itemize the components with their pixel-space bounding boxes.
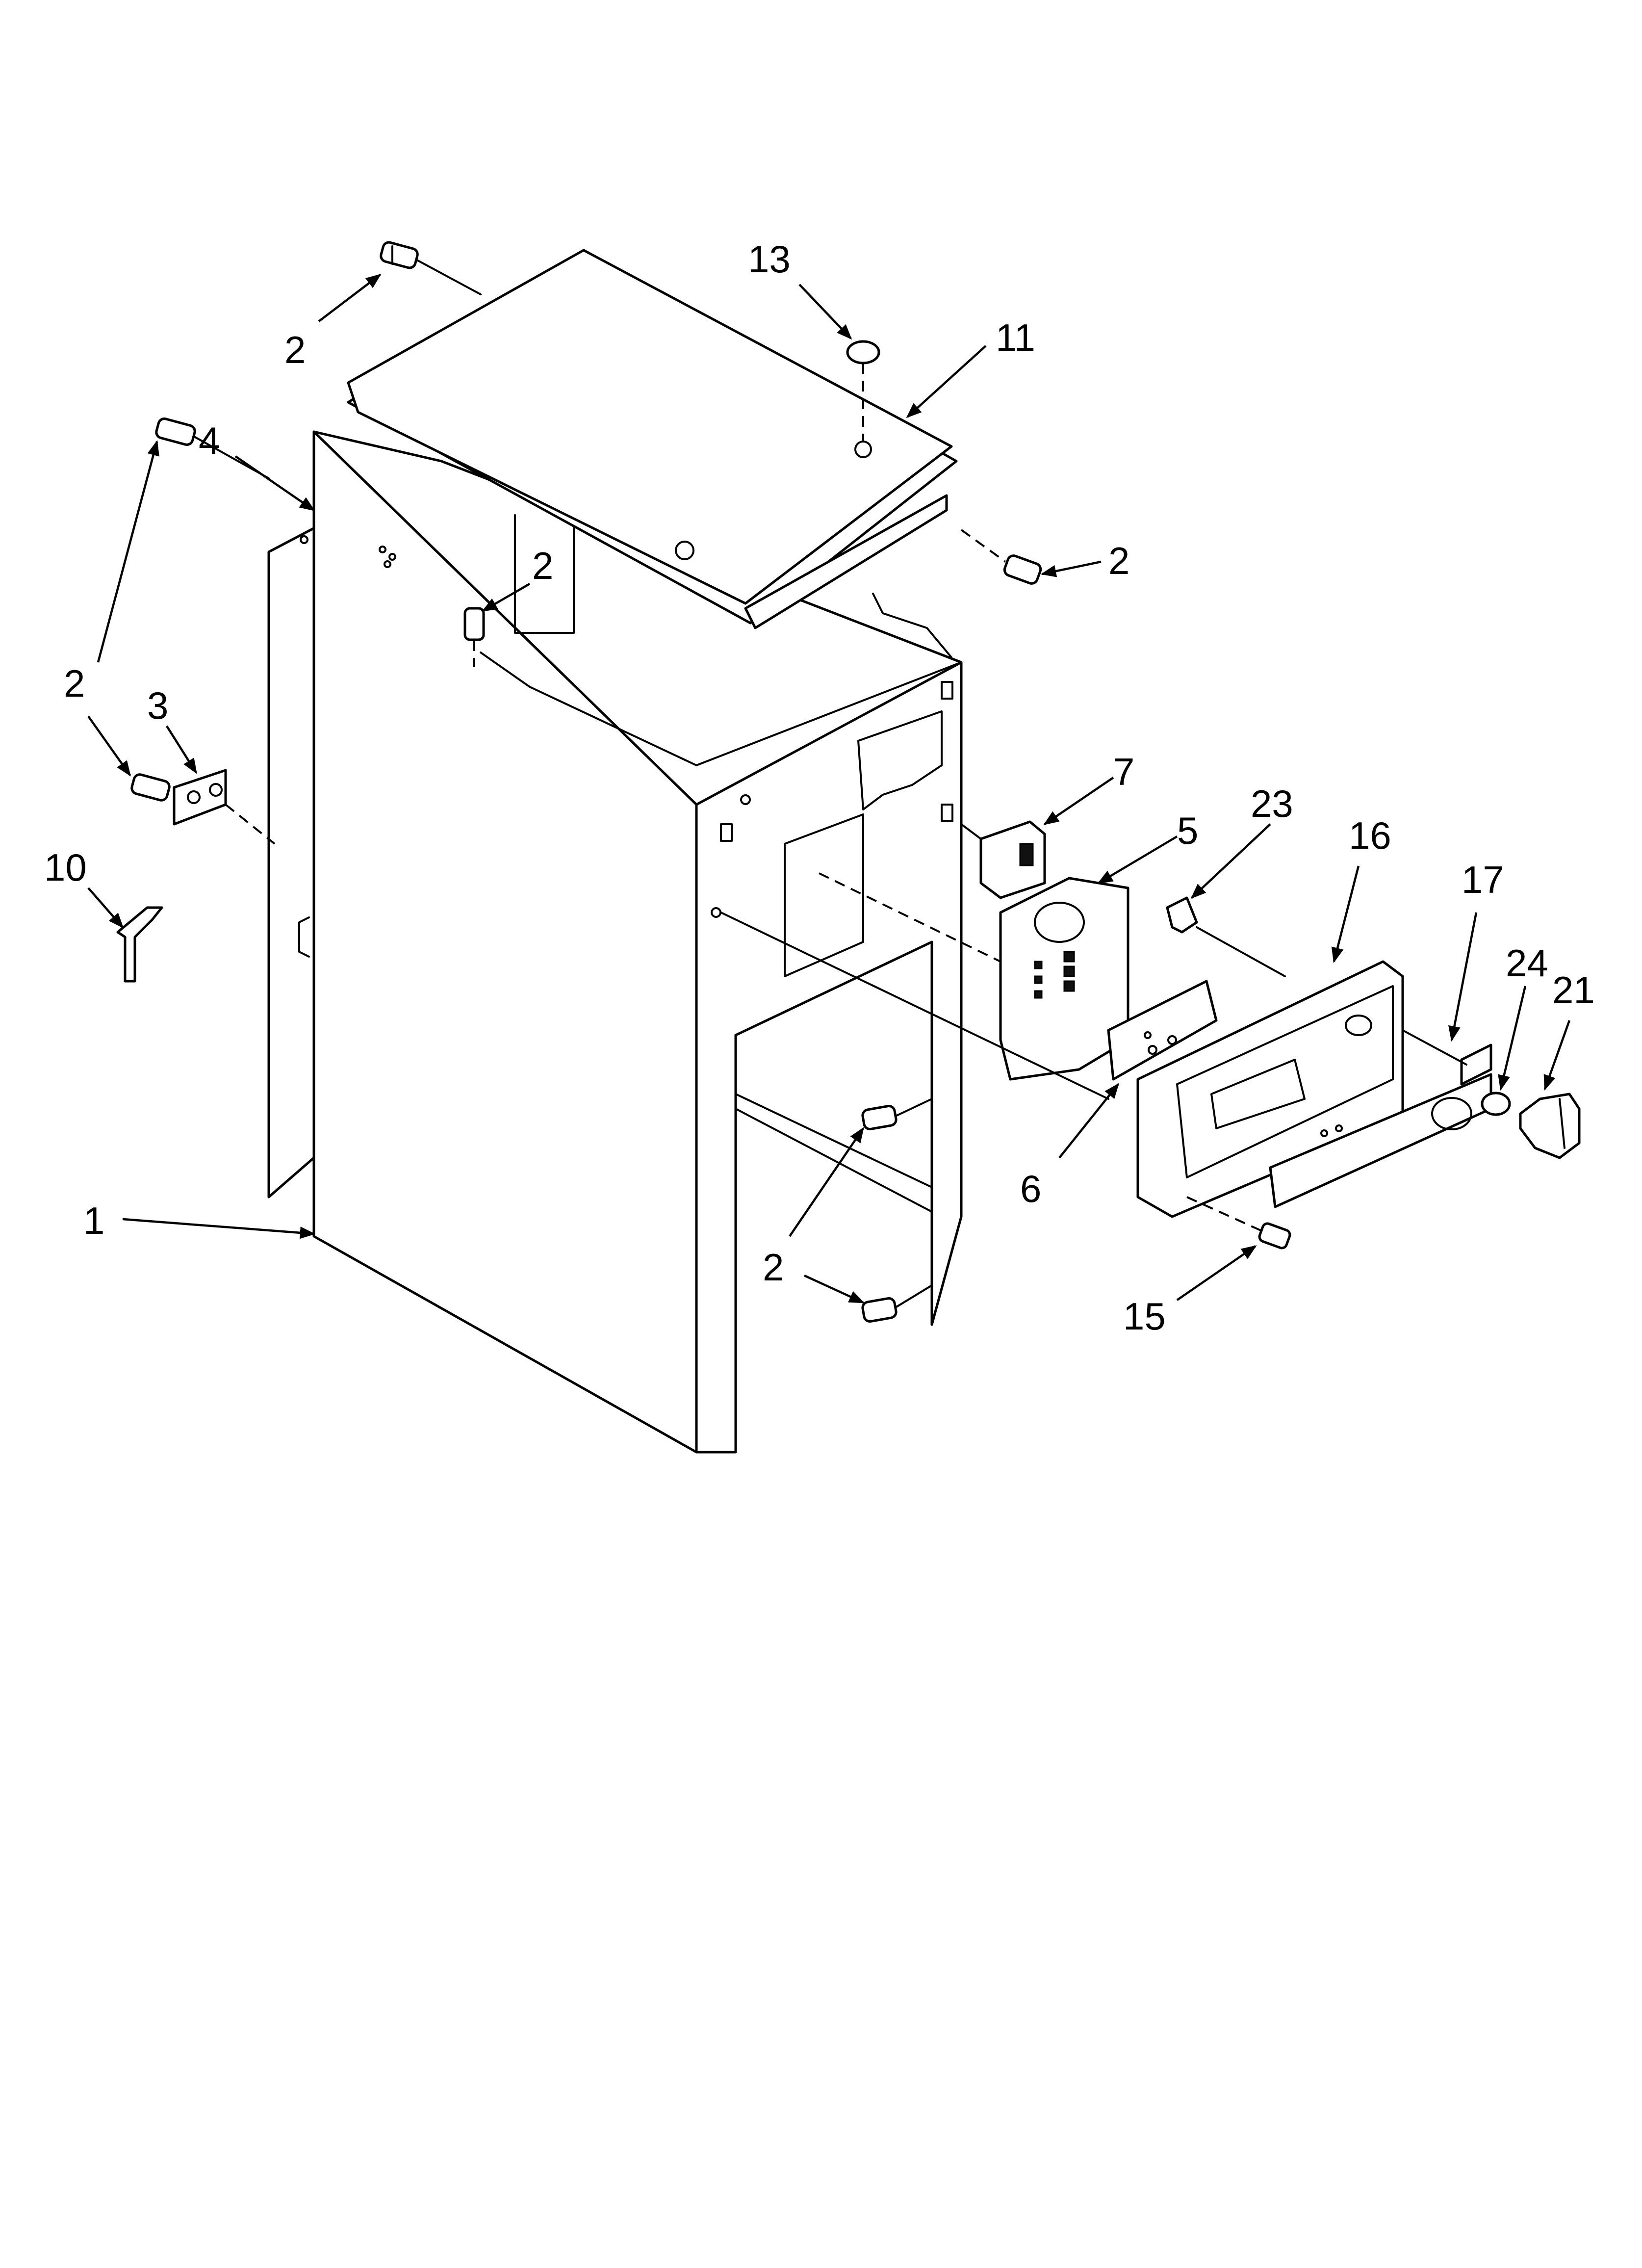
right-panel-crossbar: [735, 1108, 933, 1213]
cabinet-top-lip: [480, 652, 962, 766]
callout-23: 23: [1251, 782, 1293, 825]
sensor-board-6: [1107, 980, 1218, 1081]
wing-nut-10: [116, 906, 163, 983]
cabinet-slot-2: [941, 681, 953, 700]
callout-3: 3: [147, 684, 168, 727]
leader-2-mid: [482, 583, 531, 612]
overlay-17: [1269, 1043, 1492, 1208]
callout-2: 2: [763, 1246, 784, 1289]
leader-21: [1543, 1020, 1571, 1091]
callout-13: 13: [748, 237, 791, 281]
screw-left-lower: [130, 773, 171, 802]
callout-1: 1: [83, 1199, 104, 1242]
cabinet-right-panel: [695, 661, 963, 1454]
callout-15: 15: [1123, 1295, 1166, 1338]
leader-4: [234, 455, 315, 511]
cabinet-hole-4: [379, 546, 386, 553]
guide-bottom-screw-1: [895, 1098, 933, 1117]
bracket-3: [173, 769, 227, 826]
top-lid: [347, 249, 958, 629]
screw-left-upper: [155, 417, 196, 446]
callout-17: 17: [1462, 858, 1504, 901]
callout-2: 2: [64, 662, 85, 705]
callout-6: 6: [1020, 1167, 1041, 1210]
leader-2-left-up: [97, 440, 159, 663]
callout-4: 4: [199, 419, 220, 462]
right-panel-lower-frame: [735, 1034, 933, 1188]
screw-right-top: [1003, 554, 1042, 585]
screw-15: [1258, 1222, 1291, 1250]
guide-right-screw: [960, 529, 1006, 563]
guide-bracket-3: [225, 804, 276, 845]
screw-top-left: [380, 241, 419, 269]
callout-5: 5: [1177, 809, 1198, 852]
callout-11: 11: [996, 316, 1035, 359]
top-lid-rail: [744, 494, 948, 629]
cabinet-rear-bracket: [872, 593, 952, 658]
guide-15: [1186, 1196, 1263, 1232]
leader-10: [87, 887, 124, 929]
leader-3: [166, 725, 197, 774]
cabinet-inner-frame: [514, 512, 575, 634]
guide-module-5: [819, 872, 1001, 963]
control-module-5: [999, 877, 1129, 1081]
callout-21: 21: [1552, 968, 1595, 1012]
plug-button-13: [846, 340, 880, 365]
cabinet-slot-3: [941, 804, 953, 822]
guide-16: [1402, 1029, 1467, 1066]
callout-24: 24: [1506, 941, 1548, 985]
top-lid-edge: [357, 411, 952, 604]
leader-6: [1058, 1083, 1119, 1159]
leader-2-left-down: [87, 715, 131, 777]
callout-10: 10: [44, 846, 87, 889]
leader-16: [1331, 865, 1360, 964]
leader-15: [1176, 1245, 1257, 1301]
bushing-24: [1481, 1092, 1511, 1116]
left-panel-notch: [298, 916, 310, 958]
leader-13: [798, 284, 852, 340]
guide-top-screw: [416, 259, 482, 295]
knob-21: [1519, 1093, 1581, 1159]
leader-5: [1097, 835, 1178, 884]
callout-2: 2: [532, 544, 553, 587]
leader-2-bottom-down: [804, 1274, 865, 1304]
leader-23: [1190, 823, 1271, 899]
switch-23: [1166, 896, 1198, 934]
screw-center-top: [463, 607, 485, 641]
leader-2-bottom-up: [789, 1127, 864, 1237]
guide-bottom-screw-2: [895, 1284, 933, 1308]
screw-bottom-lower: [861, 1297, 898, 1323]
screw-bottom-upper: [861, 1104, 898, 1131]
right-panel-window: [784, 813, 864, 977]
top-lid-hole-2: [675, 541, 694, 560]
leader-17: [1448, 912, 1478, 1042]
leader-1: [122, 1218, 316, 1239]
cabinet: [267, 430, 963, 1454]
leader-7: [1043, 777, 1114, 825]
leader-24: [1498, 986, 1527, 1091]
leader-2-right-top: [1040, 560, 1102, 577]
callout-7: 7: [1113, 750, 1134, 793]
cabinet-hole-6: [384, 560, 391, 568]
callout-2: 2: [1108, 539, 1129, 582]
rocker-switch-7: [979, 820, 1046, 899]
callout-16: 16: [1349, 814, 1391, 857]
leader-11: [906, 345, 987, 418]
guide-6-line: [720, 912, 1109, 1100]
callout-2: 2: [284, 328, 306, 371]
cabinet-hole-5: [388, 553, 396, 561]
cabinet-hole-3: [300, 535, 308, 544]
cabinet-slot-1: [720, 823, 733, 842]
guide-7: [960, 823, 982, 840]
leader-2-topleft: [318, 274, 382, 322]
right-panel-top-cutout: [857, 710, 943, 810]
cabinet-hole-1: [740, 794, 751, 805]
guide-23: [1196, 926, 1286, 977]
